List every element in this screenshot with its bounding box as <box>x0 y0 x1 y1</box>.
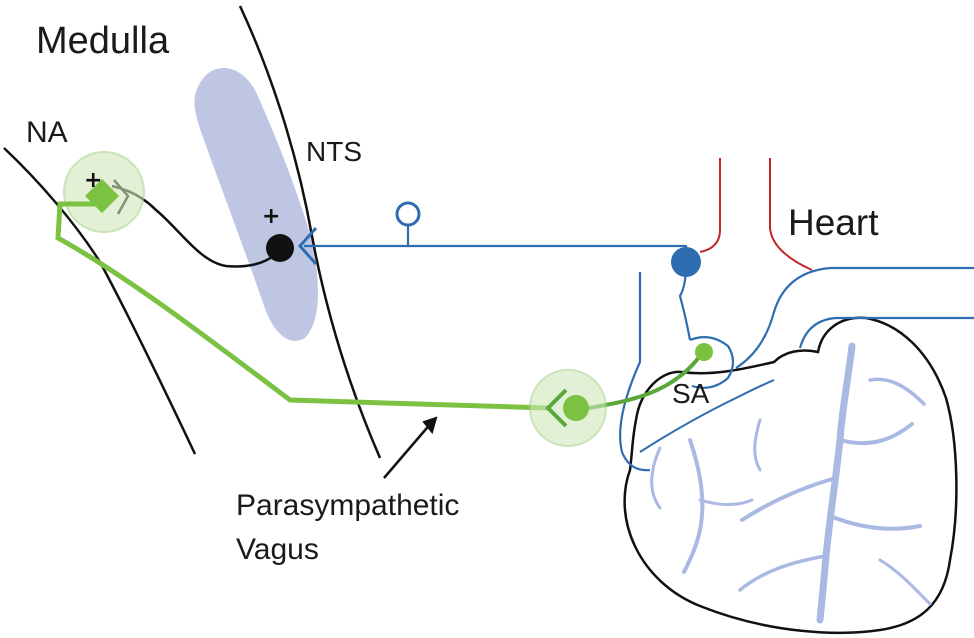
heart-outline <box>623 316 958 635</box>
pulmonary-outline <box>798 316 974 349</box>
vagus-label: Parasympathetic Vagus <box>236 484 556 571</box>
nts-label: NTS <box>306 136 362 167</box>
na-label: NA <box>26 116 68 149</box>
na-excitatory-marker: + <box>84 168 103 193</box>
arrow-head <box>422 416 438 435</box>
arrow-icon <box>383 421 433 479</box>
sa-label: SA <box>672 378 710 409</box>
ganglion-fork <box>545 388 568 428</box>
medulla-label: Medulla <box>36 20 170 62</box>
nts-region <box>194 68 318 341</box>
septum-outline <box>639 379 775 453</box>
filled-circle-cell-icon <box>266 234 294 262</box>
atrium-outline <box>619 272 651 472</box>
sa-node-outline <box>689 335 735 389</box>
nts-excitatory-marker: + <box>262 204 281 229</box>
vagus-label-line1: Parasympathetic <box>236 489 460 522</box>
heart-label: Heart <box>788 202 879 243</box>
vessel-red-right <box>769 158 813 271</box>
medulla-outline-right <box>238 5 382 459</box>
sa-terminal <box>695 343 713 361</box>
filled-circle-icon <box>671 247 701 277</box>
aorta-outline <box>735 266 974 369</box>
vessel-red-left <box>699 158 721 253</box>
nts-synapse-fork <box>297 227 318 265</box>
vagus-label-line2: Vagus <box>236 532 319 566</box>
open-circle-icon <box>395 201 421 227</box>
ganglion-cell-icon <box>563 395 589 421</box>
afferent-fiber <box>304 244 692 341</box>
vagus-efferent-fiber <box>55 201 549 411</box>
coronary-vessels <box>650 342 932 624</box>
